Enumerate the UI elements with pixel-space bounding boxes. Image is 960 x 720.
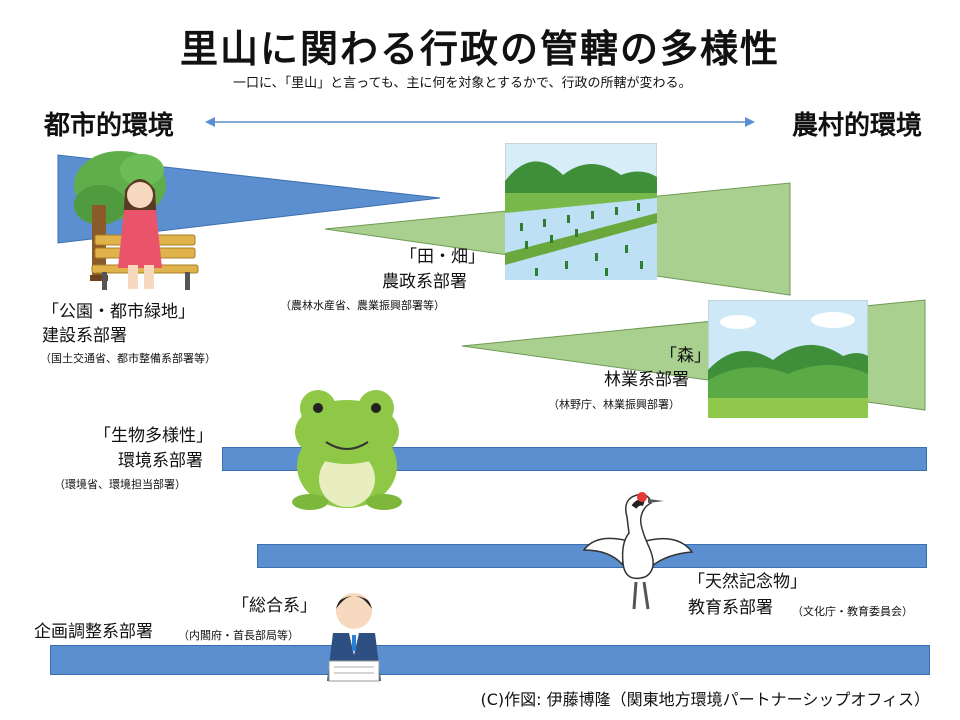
label-monument-dept: 教育系部署 [688, 598, 773, 618]
label-general-agencies: （内閣府・首長部局等） [178, 629, 299, 642]
label-monument-target: 「天然記念物」 [688, 572, 807, 592]
label-general-target: 「総合系」 [232, 596, 317, 616]
axis-arrow [205, 117, 755, 127]
forest-illustration [708, 300, 868, 418]
label-forest-dept: 林業系部署 [604, 370, 689, 390]
label-park-target: 「公園・都市緑地」 [42, 302, 195, 322]
frog-illustration [292, 390, 402, 510]
label-forest-target: 「森」 [660, 346, 711, 366]
credit: (C)作図: 伊藤博隆（関東地方環境パートナーシップオフィス） [480, 690, 931, 709]
label-forest-agencies: （林野庁、林業振興部署） [548, 398, 680, 411]
park-illustration [74, 151, 199, 290]
label-park-agencies: （国土交通省、都市整備系部署等） [40, 352, 216, 365]
label-bio-target: 「生物多様性」 [94, 426, 213, 446]
label-park-dept: 建設系部署 [42, 326, 127, 346]
label-bio-dept: 環境系部署 [118, 451, 203, 471]
label-general-dept: 企画調整系部署 [34, 622, 153, 642]
label-farm-dept: 農政系部署 [382, 272, 467, 292]
label-farm-agencies: （農林水産省、農業振興部署等） [280, 299, 445, 312]
rice-field-illustration [505, 143, 657, 280]
label-bio-agencies: （環境省、環境担当部署） [54, 478, 186, 491]
page-title: 里山に関わる行政の管轄の多様性 [179, 27, 780, 71]
subtitle: 一口に、「里山」と言っても、主に何を対象とするかで、行政の所轄が変わる。 [233, 76, 692, 91]
label-farm-target: 「田・畑」 [400, 247, 485, 267]
official-illustration [327, 593, 381, 682]
axis-left-label: 都市的環境 [44, 111, 175, 141]
label-monument-agencies: （文化庁・教育委員会） [792, 605, 913, 618]
general-bar [50, 645, 930, 675]
crane-illustration [582, 492, 694, 610]
axis-right-label: 農村的環境 [791, 111, 922, 141]
